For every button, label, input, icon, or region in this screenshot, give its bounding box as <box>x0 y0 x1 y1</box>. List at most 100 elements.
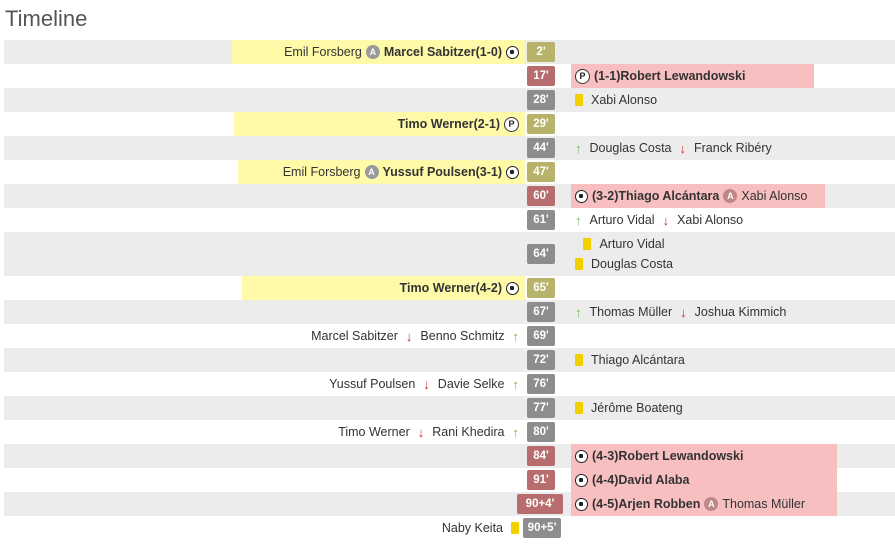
score: (4-4) <box>592 473 619 487</box>
timeline-row: Naby Keita 90+5' <box>4 516 895 540</box>
sub-out-player[interactable]: Xabi Alonso <box>677 213 744 227</box>
timeline-row: Yussuf Poulsen ↓ Davie Selke ↑ 76' <box>4 372 895 396</box>
home-event: Marcel Sabitzer ↓ Benno Schmitz ↑ <box>303 324 525 348</box>
booked-player[interactable]: Arturo Vidal <box>599 237 665 251</box>
booked-player[interactable]: Douglas Costa <box>591 257 673 271</box>
minute-badge: 47' <box>527 162 555 182</box>
away-event: Jérôme Boateng <box>571 396 695 420</box>
assist-player[interactable]: Emil Forsberg <box>282 165 361 179</box>
booked-player[interactable]: Thiago Alcántara <box>591 353 685 367</box>
goal-scorer[interactable]: Robert Lewandowski <box>618 449 744 463</box>
assist-icon: A <box>704 497 719 511</box>
timeline-row: (3-2) Thiago Alcántara A Xabi Alonso 60' <box>4 184 895 208</box>
timeline-row: Emil Forsberg A Yussuf Poulsen (3-1) 47' <box>4 160 895 184</box>
minute-badge: 2' <box>527 42 555 62</box>
minute-badge: 69' <box>527 326 555 346</box>
goal-scorer[interactable]: Arjen Robben <box>618 497 701 511</box>
away-event: Arturo Vidal Douglas Costa <box>571 232 685 276</box>
minute-badge: 65' <box>527 278 555 298</box>
away-event: Thiago Alcántara <box>571 348 697 372</box>
sub-out-player[interactable]: Franck Ribéry <box>694 141 772 155</box>
minute-badge: 77' <box>527 398 555 418</box>
home-event: Emil Forsberg A Marcel Sabitzer (1-0) <box>232 40 525 64</box>
goal-scorer[interactable]: Yussuf Poulsen <box>382 165 476 179</box>
assist-icon: A <box>365 45 380 59</box>
timeline: Emil Forsberg A Marcel Sabitzer (1-0) 2'… <box>4 40 895 540</box>
sub-in-player[interactable]: Arturo Vidal <box>589 213 655 227</box>
timeline-row: ↑ Thomas Müller ↓ Joshua Kimmich 67' <box>4 300 895 324</box>
sub-out-arrow-icon: ↓ <box>423 376 430 392</box>
booked-player[interactable]: Xabi Alonso <box>591 93 658 107</box>
sub-out-player[interactable]: Joshua Kimmich <box>694 305 787 319</box>
minute-badge: 76' <box>527 374 555 394</box>
score: (4-2) <box>475 281 502 295</box>
booked-player[interactable]: Jérôme Boateng <box>591 401 683 415</box>
score: (3-1) <box>475 165 502 179</box>
sub-in-player[interactable]: Benno Schmitz <box>420 329 505 343</box>
away-event: ↑ Thomas Müller ↓ Joshua Kimmich <box>571 300 798 324</box>
timeline-row: ↑ Douglas Costa ↓ Franck Ribéry 44' <box>4 136 895 160</box>
minute-badge: 72' <box>527 350 555 370</box>
assist-player[interactable]: Xabi Alonso <box>741 189 808 203</box>
assist-player[interactable]: Thomas Müller <box>722 497 806 511</box>
sub-in-arrow-icon: ↑ <box>512 424 520 440</box>
goal-scorer[interactable]: Timo Werner <box>397 117 474 131</box>
home-event: Emil Forsberg A Yussuf Poulsen (3-1) <box>238 160 525 184</box>
yellow-card-icon <box>575 354 583 366</box>
sub-in-player[interactable]: Davie Selke <box>437 377 505 391</box>
booked-player[interactable]: Naby Keita <box>441 521 503 535</box>
minute-badge: 61' <box>527 210 555 230</box>
page-title: Timeline <box>5 6 88 31</box>
sub-out-player[interactable]: Timo Werner <box>338 425 410 439</box>
away-event: Xabi Alonso <box>571 88 669 112</box>
minute-badge: 67' <box>527 302 555 322</box>
yellow-card-icon <box>575 258 583 270</box>
home-event: Yussuf Poulsen ↓ Davie Selke ↑ <box>321 372 525 396</box>
minute-badge: 90+5' <box>523 518 561 538</box>
sub-out-arrow-icon: ↓ <box>680 304 687 320</box>
minute-badge: 90+4' <box>517 494 563 514</box>
away-event: (3-2) Thiago Alcántara A Xabi Alonso <box>571 184 825 208</box>
sub-in-arrow-icon: ↑ <box>512 328 520 344</box>
penalty-icon: P <box>504 116 519 132</box>
sub-out-player[interactable]: Marcel Sabitzer <box>311 329 398 343</box>
penalty-icon: P <box>575 68 590 84</box>
goal-scorer[interactable]: Timo Werner <box>399 281 476 295</box>
soccer-ball-icon <box>506 45 519 59</box>
timeline-row: Marcel Sabitzer ↓ Benno Schmitz ↑ 69' <box>4 324 895 348</box>
yellow-card-icon <box>575 402 583 414</box>
soccer-ball-icon <box>506 281 519 295</box>
away-event: (4-4) David Alaba <box>571 468 837 492</box>
assist-player[interactable]: Emil Forsberg <box>284 45 362 59</box>
sub-in-player[interactable]: Thomas Müller <box>589 305 673 319</box>
minute-badge: 44' <box>527 138 555 158</box>
goal-scorer[interactable]: Robert Lewandowski <box>620 69 746 83</box>
minute-badge: 84' <box>527 446 555 466</box>
sub-out-player[interactable]: Yussuf Poulsen <box>329 377 416 391</box>
yellow-card-icon <box>575 94 583 106</box>
timeline-row: Thiago Alcántara 72' <box>4 348 895 372</box>
timeline-row: P (1-1) Robert Lewandowski 17' <box>4 64 895 88</box>
soccer-ball-icon <box>575 449 588 463</box>
goal-scorer[interactable]: David Alaba <box>618 473 690 487</box>
goal-scorer[interactable]: Marcel Sabitzer <box>383 45 476 59</box>
minute-badge: 29' <box>527 114 555 134</box>
sub-in-player[interactable]: Rani Khedira <box>432 425 505 439</box>
home-event: Timo Werner (4-2) <box>242 276 525 300</box>
away-event: ↑ Arturo Vidal ↓ Xabi Alonso <box>571 208 755 232</box>
sub-in-player[interactable]: Douglas Costa <box>589 141 672 155</box>
timeline-row: (4-3) Robert Lewandowski 84' <box>4 444 895 468</box>
away-event: ↑ Douglas Costa ↓ Franck Ribéry <box>571 136 784 160</box>
timeline-row: Timo Werner ↓ Rani Khedira ↑ 80' <box>4 420 895 444</box>
soccer-ball-icon <box>575 497 588 511</box>
timeline-row: Timo Werner (2-1) P 29' <box>4 112 895 136</box>
minute-badge: 80' <box>527 422 555 442</box>
minute-badge: 28' <box>527 90 555 110</box>
goal-scorer[interactable]: Thiago Alcántara <box>618 189 720 203</box>
sub-out-arrow-icon: ↓ <box>417 424 425 440</box>
yellow-card-icon <box>583 238 592 250</box>
sub-in-arrow-icon: ↑ <box>575 140 582 156</box>
sub-in-arrow-icon: ↑ <box>575 304 582 320</box>
timeline-row: Emil Forsberg A Marcel Sabitzer (1-0) 2' <box>4 40 895 64</box>
score: (1-1) <box>594 69 621 83</box>
